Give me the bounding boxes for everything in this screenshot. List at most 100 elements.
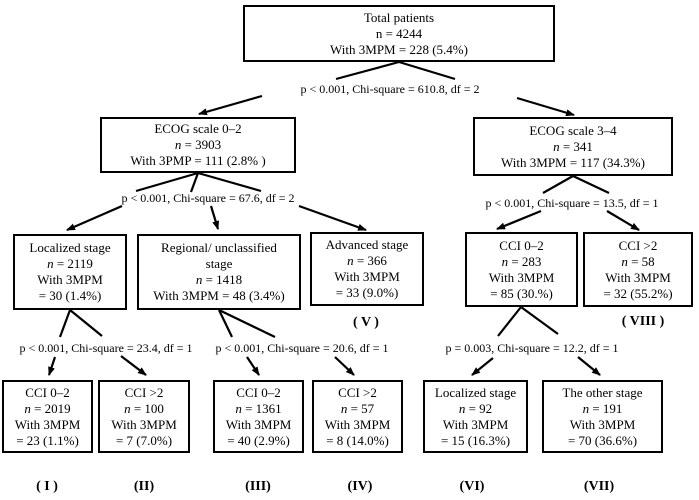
node-text-line: = 30 (1.4%) bbox=[38, 288, 102, 303]
node-text-line: With 3MPM bbox=[324, 416, 391, 432]
connector-arrow bbox=[246, 356, 260, 376]
node-text-line: n = 366 bbox=[347, 253, 387, 268]
node-text-line: With 3MPM bbox=[37, 272, 103, 287]
italic-n: n bbox=[340, 400, 348, 416]
node-text-line: n = 57 bbox=[340, 400, 375, 416]
stat-localized: p < 0.001, Chi-square = 23.4, df = 1 bbox=[19, 341, 193, 355]
connector-arrow bbox=[47, 356, 57, 376]
connector-line bbox=[58, 309, 72, 338]
node-text-line: Localized stage bbox=[434, 384, 517, 400]
node-text-line: CCI 0–2 bbox=[236, 384, 281, 400]
italic-n: n bbox=[47, 256, 54, 271]
connector-line bbox=[197, 171, 262, 193]
node-text-line: n = 341 bbox=[553, 138, 593, 154]
connector-line bbox=[218, 309, 233, 338]
connector-line bbox=[542, 175, 574, 194]
connector-arrow bbox=[334, 356, 355, 376]
italic-n: n bbox=[582, 400, 590, 416]
stat-regional: p < 0.001, Chi-square = 20.6, df = 1 bbox=[215, 341, 389, 355]
connector-arrow bbox=[496, 209, 542, 231]
node-text-line: With 3MPM bbox=[488, 269, 555, 285]
italic-n: n bbox=[621, 253, 628, 269]
node-text-line: ECOG scale 3–4 bbox=[529, 122, 617, 138]
node-text-line: = 7 (7.0%) bbox=[115, 432, 173, 448]
connector-arrow bbox=[606, 210, 640, 231]
node-text-line: With 3MPM bbox=[14, 416, 81, 432]
connector-line bbox=[520, 306, 559, 335]
label-VI: (VI) bbox=[459, 479, 485, 494]
node-text-line: Localized stage bbox=[29, 240, 111, 255]
connector-arrow bbox=[471, 357, 494, 376]
connector-line bbox=[69, 309, 103, 337]
connector-line bbox=[398, 60, 456, 81]
node-text-line: = 23 (1.1%) bbox=[16, 432, 79, 448]
label-IV: (IV) bbox=[347, 479, 373, 494]
node-text-line: n = 283 bbox=[501, 253, 542, 269]
node-text-line: n = 2019 bbox=[24, 400, 71, 416]
italic-n: n bbox=[458, 400, 466, 416]
node-text-line: Advanced stage bbox=[325, 237, 409, 252]
node-text-line: n = 3903 bbox=[174, 137, 222, 152]
node-text-line: n = 58 bbox=[621, 253, 655, 269]
connector-line bbox=[135, 171, 199, 193]
italic-n: n bbox=[124, 400, 131, 416]
italic-n: n bbox=[501, 253, 509, 269]
node-text-line: = 85 (30.%) bbox=[490, 285, 553, 301]
connector-arrow bbox=[577, 356, 601, 376]
node-text-line: With 3MPM = 228 (5.4%) bbox=[330, 41, 468, 57]
connector-arrow bbox=[209, 205, 220, 230]
stat-ecog02: p < 0.001, Chi-square = 67.6, df = 2 bbox=[121, 191, 295, 205]
node-text-line: The other stage bbox=[562, 384, 643, 400]
node-text-line: CCI >2 bbox=[124, 384, 164, 400]
node-text-line: stage bbox=[205, 256, 233, 271]
node-text-line: With 3MPM = 117 (34.3%) bbox=[501, 154, 645, 170]
italic-n: n bbox=[195, 272, 203, 287]
italic-n: n bbox=[24, 400, 31, 416]
label-I: ( I ) bbox=[36, 479, 58, 494]
node-text-line: Regional/ unclassified bbox=[161, 240, 277, 255]
node-text-line: n = 100 bbox=[124, 400, 164, 416]
italic-n: n bbox=[235, 400, 242, 416]
connector-line bbox=[218, 309, 276, 338]
stat-ecog34: p < 0.001, Chi-square = 13.5, df = 1 bbox=[485, 196, 659, 210]
node-text-line: Total patients bbox=[363, 9, 435, 25]
italic-n: n bbox=[553, 138, 560, 154]
node-text-line: With 3PMP = 111 (2.8% ) bbox=[130, 153, 266, 168]
node-text-line: = 33 (9.0%) bbox=[335, 285, 399, 300]
label-VIII: ( VIII ) bbox=[621, 314, 665, 329]
node-text-line: = 40 (2.9%) bbox=[227, 432, 290, 448]
node-text-line: With 3MPM bbox=[334, 269, 400, 284]
connector-arrow bbox=[198, 94, 263, 116]
node-text-line: n = 191 bbox=[582, 400, 623, 416]
node-text-line: CCI 0–2 bbox=[25, 384, 70, 400]
node-text-line: = 70 (36.6%) bbox=[567, 432, 638, 448]
node-text-line: = 32 (55.2%) bbox=[603, 285, 673, 301]
node-text-line: ECOG scale 0–2 bbox=[154, 121, 242, 136]
connector-line bbox=[335, 60, 400, 81]
stat-cci02r: p = 0.003, Chi-square = 12.2, df = 1 bbox=[445, 341, 619, 355]
node-text-line: With 3MPM bbox=[442, 416, 509, 432]
node-text-line: n = 2119 bbox=[47, 256, 93, 271]
node-text-line: With 3MPM bbox=[111, 416, 177, 432]
connector-arrow bbox=[120, 355, 147, 376]
node-text-line: With 3MPM bbox=[225, 416, 292, 432]
connector-arrow bbox=[516, 96, 575, 117]
connector-arrow bbox=[298, 204, 367, 232]
node-text-line: = 15 (16.3%) bbox=[440, 432, 511, 448]
label-II: (II) bbox=[133, 479, 155, 494]
label-III: (III) bbox=[245, 479, 271, 494]
